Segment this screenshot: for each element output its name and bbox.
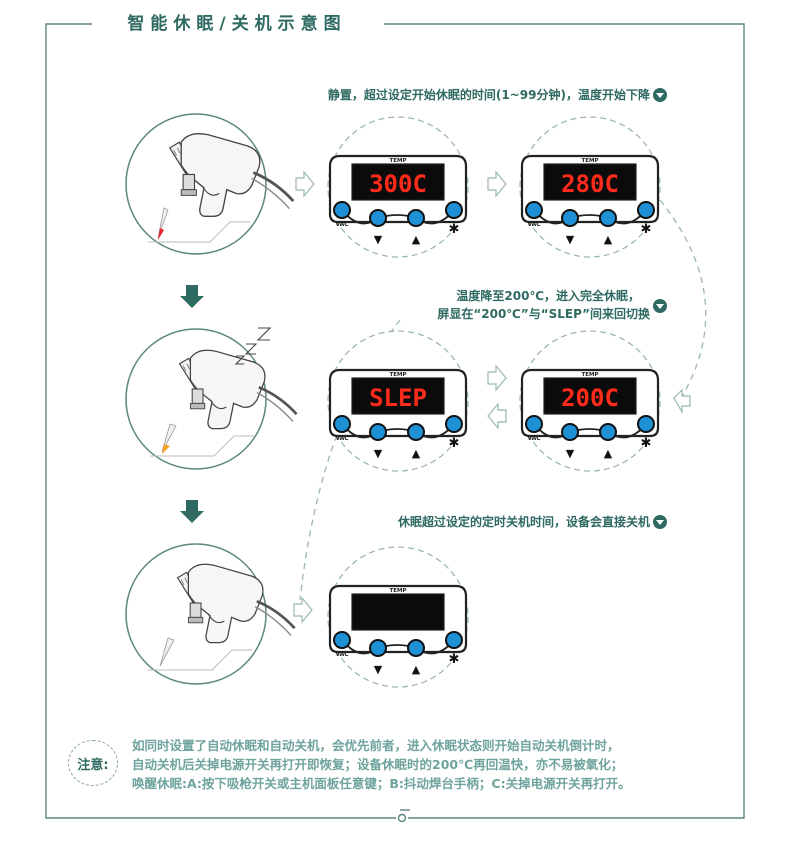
down-triangle-icon: ▼ — [566, 233, 575, 246]
panel-circle-3 — [327, 330, 469, 472]
panel-circle-1 — [327, 116, 469, 258]
up-triangle-icon: ▲ — [412, 663, 421, 676]
panel-circle-4 — [519, 330, 661, 472]
down-arrow-1 — [180, 285, 204, 308]
down-triangle-icon: ▼ — [374, 447, 383, 460]
vac-label: VAC — [335, 651, 349, 658]
down-triangle-icon: ▼ — [374, 663, 383, 676]
gun-circle-3 — [125, 543, 296, 685]
caption-step-1: 静置，超过设定开始休眠的时间(1~99分钟)，温度开始下降 — [327, 88, 650, 102]
up-triangle-icon: ▲ — [604, 447, 613, 460]
vac-label: VAC — [335, 435, 349, 442]
display-readout-2: 280C — [561, 170, 619, 198]
temp-label: TEMP — [389, 158, 406, 164]
vac-label: VAC — [527, 435, 541, 442]
note-line: 唤醒休眠:A:按下吸枪开关或主机面板任意键；B:抖动焊台手柄；C:关掉电源开关再… — [132, 776, 631, 791]
temp-label: TEMP — [389, 588, 406, 594]
panel-circle-2 — [519, 116, 661, 258]
temp-label: TEMP — [389, 372, 406, 378]
sleep-z-icon — [234, 327, 272, 365]
down-triangle-icon: ▼ — [566, 447, 575, 460]
caption-step-2-line-2: 屏显在“200℃”与“SLEP”间来回切换 — [437, 307, 650, 321]
down-triangle-icon: ▼ — [374, 233, 383, 246]
display-readout-1: 300C — [369, 170, 427, 198]
caption-step-3: 休眠超过设定的定时关机时间，设备会直接关机 — [397, 515, 650, 529]
star-icon: ✱ — [641, 436, 652, 451]
gun-circle-1 — [125, 113, 295, 255]
gun-circle-2 — [125, 327, 298, 470]
flow-arrows — [293, 170, 691, 624]
up-triangle-icon: ▲ — [412, 447, 421, 460]
star-icon: ✱ — [449, 652, 460, 667]
page-title: 智能休眠/关机示意图 — [92, 10, 382, 38]
down-arrow-2 — [180, 500, 204, 523]
note-text: 如同时设置了自动休眠和自动关机，会优先前者，进入休眠状态则开始自动关机倒计时， … — [132, 736, 752, 793]
star-icon: ✱ — [449, 222, 460, 237]
display-readout-3: SLEP — [369, 384, 427, 412]
note-line: 自动关机后关掉电源开关再打开即恢复；设备休眠时的200℃再回温快，亦不易被氧化； — [132, 757, 624, 772]
star-icon: ✱ — [449, 436, 460, 451]
vac-label: VAC — [527, 221, 541, 228]
caption-chevron-icons — [653, 88, 667, 529]
star-icon: ✱ — [641, 222, 652, 237]
note-line: 如同时设置了自动休眠和自动关机，会优先前者，进入休眠状态则开始自动关机倒计时， — [132, 738, 620, 753]
temp-label: TEMP — [581, 372, 598, 378]
note-badge: 注意: — [68, 740, 118, 786]
panel-circle-5 — [327, 546, 469, 688]
display-readout-4: 200C — [561, 384, 619, 412]
up-triangle-icon: ▲ — [604, 233, 613, 246]
vac-label: VAC — [335, 221, 349, 228]
caption-step-2-line-1: 温度降至200℃，进入完全休眠， — [456, 289, 640, 303]
up-triangle-icon: ▲ — [412, 233, 421, 246]
outer-frame — [45, 23, 745, 823]
step-down-arrows — [180, 285, 204, 523]
temp-label: TEMP — [581, 158, 598, 164]
